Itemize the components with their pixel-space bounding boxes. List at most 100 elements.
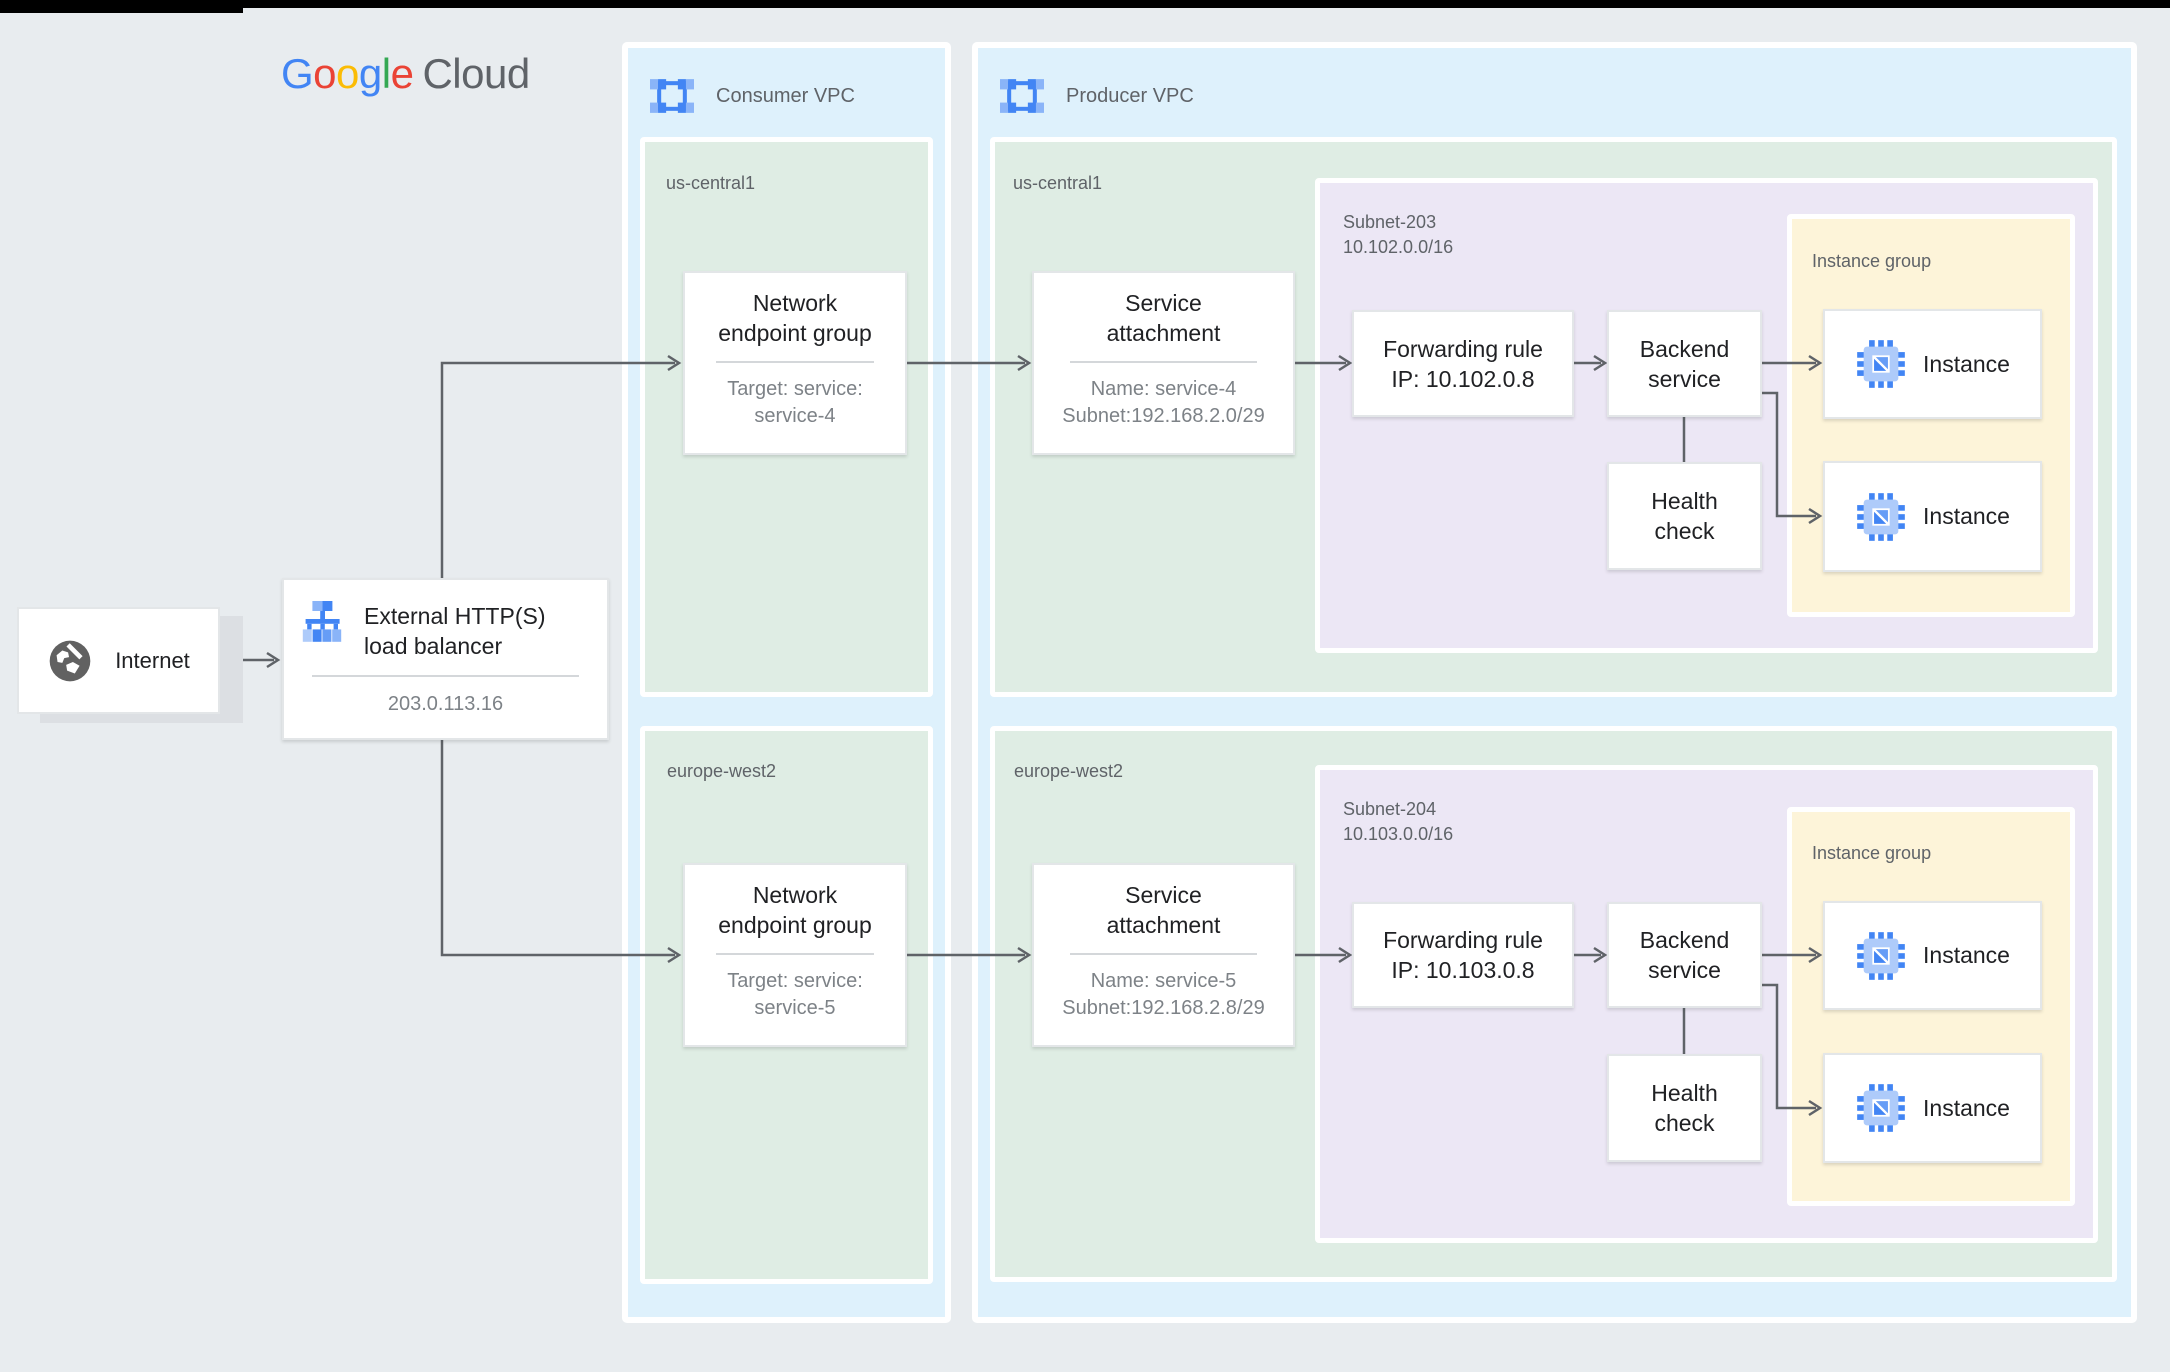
arrowhead	[1808, 354, 1823, 372]
arrowhead	[1338, 946, 1353, 964]
bs-title-line1: Backend	[1639, 335, 1730, 362]
load-balancer-title-line1: External HTTP(S)	[364, 603, 546, 629]
instance-group-label: Instance group	[1812, 251, 1932, 271]
load-balancer-icon	[302, 601, 346, 661]
divider	[312, 675, 579, 677]
arrowhead	[1338, 354, 1353, 372]
hc-title-line1: Health	[1651, 488, 1718, 514]
arrowhead	[1808, 507, 1823, 525]
neg-title-line1: Network	[752, 882, 838, 908]
instance-node: Instance	[1823, 901, 2042, 1010]
region-label: us-central1	[1013, 173, 1103, 193]
divider	[1070, 361, 1257, 363]
region-label: europe-west2	[667, 761, 777, 781]
fr-title: Forwarding rule	[1383, 335, 1543, 362]
instance-label: Instance	[1923, 350, 2010, 377]
neg-target-line2: service-5	[754, 997, 836, 1019]
logo-letter: o	[313, 50, 337, 97]
top-bar	[0, 0, 2170, 8]
instance-group-label: Instance group	[1812, 843, 1932, 863]
vm-chip-icon	[1855, 930, 1907, 982]
neg-target-line1: Target: service:	[727, 378, 863, 400]
hc-title-line2: check	[1654, 518, 1715, 544]
arrowhead	[1593, 946, 1608, 964]
neg-target-line2: service-4	[754, 405, 836, 427]
logo-letter: o	[336, 50, 359, 97]
fr-ip: IP: 10.102.0.8	[1391, 365, 1535, 392]
neg-target-line1: Target: service:	[727, 970, 863, 992]
instance-label: Instance	[1923, 942, 2010, 968]
fr-title: Forwarding rule	[1383, 927, 1543, 953]
load-balancer-ip: 203.0.113.16	[387, 693, 504, 715]
wire-lb-to-neg2	[440, 740, 675, 957]
subnet-label: Subnet-203 10.102.0.0/16	[1343, 210, 1453, 260]
network-endpoint-group-node: Network endpoint group Target: service: …	[683, 863, 907, 1047]
globe-icon	[47, 638, 93, 684]
sa-name-line: Name: service-5	[1090, 970, 1237, 992]
subnet-label: Subnet-204 10.103.0.0/16	[1343, 797, 1453, 847]
backend-service-node: Backend service	[1607, 902, 1762, 1008]
sa-subnet-line: Subnet:192.168.2.0/29	[1062, 405, 1265, 427]
subnet-name: Subnet-204	[1343, 799, 1437, 819]
hc-title-line2: check	[1654, 1110, 1715, 1136]
vm-chip-icon	[1855, 338, 1907, 390]
sa-title-line1: Service	[1125, 290, 1202, 316]
bs-title-line1: Backend	[1639, 927, 1730, 953]
producer-vpc-icon	[1000, 74, 1044, 118]
service-attachment-node: Service attachment Name: service-4 Subne…	[1032, 271, 1295, 455]
sa-title-line2: attachment	[1106, 912, 1221, 938]
health-check-node: Health check	[1607, 1054, 1762, 1162]
producer-vpc-label: Producer VPC	[1066, 85, 1194, 107]
region-label: europe-west2	[1014, 761, 1124, 781]
instance-node: Instance	[1823, 1053, 2042, 1163]
neg-title-line1: Network	[752, 290, 838, 316]
arrowhead	[1808, 946, 1823, 964]
internet-label: Internet	[115, 647, 190, 673]
internet-node: Internet	[17, 607, 220, 714]
arrowhead	[1593, 354, 1608, 372]
neg-title-line2: endpoint group	[718, 912, 872, 938]
divider	[715, 953, 875, 955]
logo-letter: g	[358, 50, 382, 97]
arrowhead	[1017, 946, 1032, 964]
consumer-vpc-icon	[650, 74, 694, 118]
hc-title-line1: Health	[1651, 1080, 1718, 1106]
top-bar-left-segment	[0, 0, 243, 13]
sa-name-line: Name: service-4	[1090, 378, 1237, 400]
instance-label: Instance	[1923, 1094, 2010, 1121]
load-balancer-node: External HTTP(S) load balancer 203.0.113…	[282, 578, 609, 740]
bs-title-line2: service	[1648, 365, 1721, 392]
load-balancer-title-line2: load balancer	[364, 633, 503, 659]
logo-cloud-text: Cloud	[422, 50, 530, 97]
fr-ip: IP: 10.103.0.8	[1391, 957, 1535, 983]
forwarding-rule-node: Forwarding rule IP: 10.102.0.8	[1352, 310, 1574, 417]
instance-label: Instance	[1923, 503, 2010, 529]
bs-title-line2: service	[1648, 957, 1721, 983]
vm-chip-icon	[1855, 1082, 1907, 1134]
consumer-vpc-label: Consumer VPC	[716, 85, 855, 107]
neg-title-line2: endpoint group	[718, 320, 872, 346]
health-check-node: Health check	[1607, 462, 1762, 570]
instance-node: Instance	[1823, 461, 2042, 572]
divider	[1070, 953, 1257, 955]
subnet-cidr: 10.103.0.0/16	[1343, 824, 1454, 844]
divider	[715, 361, 875, 363]
logo-letter: e	[390, 50, 414, 97]
arrowhead	[1808, 1099, 1823, 1117]
sa-subnet-line: Subnet:192.168.2.8/29	[1062, 997, 1265, 1019]
wire-lb-to-neg1	[440, 361, 675, 578]
forwarding-rule-node: Forwarding rule IP: 10.103.0.8	[1352, 902, 1574, 1008]
wire-bs1-to-instance2	[1762, 391, 1816, 518]
sa-title-line1: Service	[1125, 882, 1202, 908]
arrowhead	[1017, 354, 1032, 372]
service-attachment-node: Service attachment Name: service-5 Subne…	[1032, 863, 1295, 1047]
wire-bs2-to-instance4	[1762, 983, 1816, 1110]
backend-service-node: Backend service	[1607, 310, 1762, 417]
logo-letter: l	[381, 50, 391, 97]
arrowhead	[667, 946, 682, 964]
instance-node: Instance	[1823, 309, 2042, 419]
arrowhead	[266, 651, 281, 669]
vm-chip-icon	[1855, 491, 1907, 543]
